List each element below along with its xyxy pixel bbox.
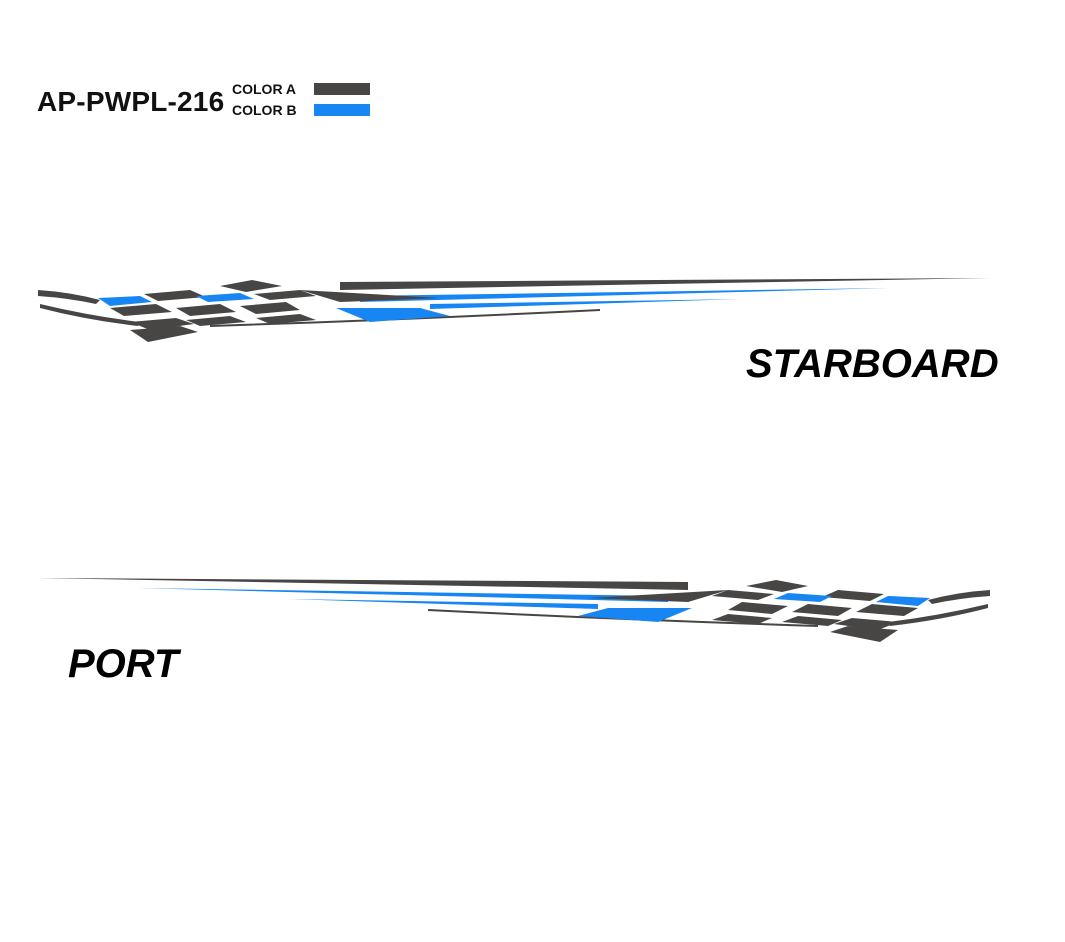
legend-item-color-b: COLOR B <box>232 101 372 122</box>
checker-square <box>98 296 152 306</box>
checker-square <box>728 602 788 614</box>
decal-swoosh <box>928 590 990 604</box>
starboard-decal-artwork <box>38 278 990 342</box>
decal-stripe <box>300 290 440 302</box>
checker-square <box>830 626 898 642</box>
checker-square <box>746 580 808 592</box>
checker-square <box>782 616 842 626</box>
checker-square <box>792 604 852 616</box>
color-swatch <box>314 83 370 95</box>
decal-stripe <box>360 288 890 302</box>
decal-swoosh <box>40 304 140 326</box>
port-decal-artwork <box>38 578 990 642</box>
checker-square <box>186 316 246 326</box>
checker-square <box>254 290 316 300</box>
checker-square <box>712 590 774 600</box>
color-legend: COLOR A COLOR B <box>232 80 372 122</box>
decal-stripe <box>340 278 990 290</box>
checker-square <box>774 593 832 602</box>
decal-stripe <box>430 299 740 309</box>
checker-square <box>130 326 198 342</box>
checker-square <box>176 304 236 316</box>
legend-label: COLOR B <box>232 102 297 118</box>
color-swatch <box>314 104 370 116</box>
product-code: AP-PWPL-216 <box>37 86 225 117</box>
port-decal-graphic <box>38 578 990 642</box>
checker-square <box>220 280 282 292</box>
checker-square <box>144 290 206 301</box>
checker-square <box>834 618 898 630</box>
legend-label: COLOR A <box>232 81 297 97</box>
decal-stripe <box>138 588 668 602</box>
starboard-decal-graphic <box>38 278 990 342</box>
checker-square <box>712 614 772 624</box>
checker-square <box>130 318 194 330</box>
decal-swoosh <box>38 290 100 304</box>
decal-stripe <box>288 599 598 609</box>
port-label: PORT <box>68 642 179 686</box>
checker-square <box>110 304 172 316</box>
checker-square <box>256 314 316 324</box>
checker-square <box>196 293 254 302</box>
decal-swoosh <box>888 604 988 626</box>
decal-stripe <box>38 578 688 590</box>
checker-square <box>336 308 450 322</box>
starboard-label: STARBOARD <box>746 342 999 386</box>
checker-square <box>578 608 692 622</box>
decal-stripe <box>588 590 728 602</box>
checker-square <box>240 302 300 314</box>
legend-item-color-a: COLOR A <box>232 80 372 101</box>
checker-square <box>876 596 930 606</box>
checker-square <box>822 590 884 601</box>
checker-square <box>856 604 918 616</box>
